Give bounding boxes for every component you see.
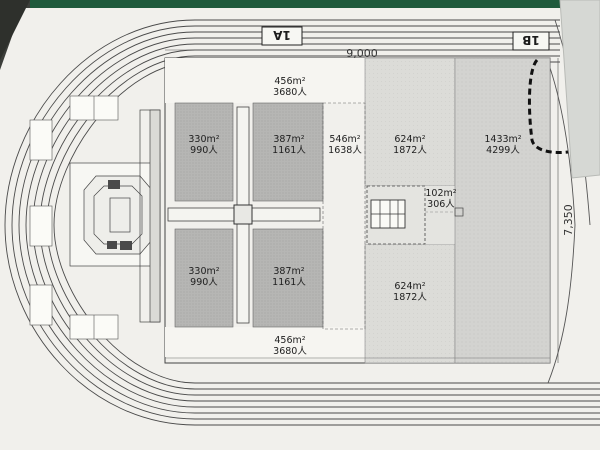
side-boxes [29,95,119,340]
lower-mid-zone [364,243,456,364]
zone-label-1b: 1B [522,33,540,47]
upper-mid-area: 624m² [394,134,425,145]
top-strip-area: 456m² [274,76,305,87]
tower-area: 102m² [425,188,456,199]
middle-dashed-zone [322,102,366,330]
block-bottom-left [174,228,234,328]
walkway-center [233,204,253,225]
right-zone-area: 1433m² [484,134,521,145]
zone-label-1b-box [512,31,550,51]
block-bl-area: 330m² [188,266,219,277]
upper-mid-people: 1872人 [393,145,427,156]
lower-mid-area: 624m² [394,281,425,292]
tower-box [366,185,426,245]
middle-strip-people: 1638人 [328,145,362,156]
block-tl-area: 330m² [188,134,219,145]
tower-people: 306人 [427,199,455,210]
top-strip-zone [165,58,365,103]
bottom-strip-zone [165,327,365,357]
block-top-right [252,102,324,202]
dashed-curve [527,58,569,154]
height-dimension: 7,350 [562,204,575,236]
running-track [4,19,600,426]
block-tr-area: 387m² [273,134,304,145]
block-bottom-right [252,228,324,328]
stage-block-c [107,241,117,249]
right-zone [454,57,551,364]
width-dimension: 9,000 [346,47,378,60]
block-br-people: 1161人 [272,277,306,288]
right-zone-people: 4299人 [486,145,520,156]
board-edge [559,0,600,179]
block-tl-people: 990人 [190,145,218,156]
stage-structure [69,109,161,323]
top-strip-people: 3680人 [273,87,307,98]
block-br-area: 387m² [273,266,304,277]
block-tr-people: 1161人 [272,145,306,156]
track-right-curve-inner [547,61,576,384]
block-top-left [174,102,234,202]
middle-strip-area: 546m² [329,134,360,145]
zone-label-1a: 1A [272,28,290,42]
zone-label-1a-box [261,26,303,46]
tower-marker [454,207,464,217]
table-corner [0,0,30,60]
block-bl-people: 990人 [190,277,218,288]
bottom-strip-people: 3680人 [273,346,307,357]
board-top-edge [30,0,600,10]
stage-block-b [120,241,132,250]
lower-mid-people: 1872人 [393,292,427,303]
bottom-strip-area: 456m² [274,335,305,346]
upper-mid-zone [364,57,456,187]
stage-block-a [108,180,120,189]
